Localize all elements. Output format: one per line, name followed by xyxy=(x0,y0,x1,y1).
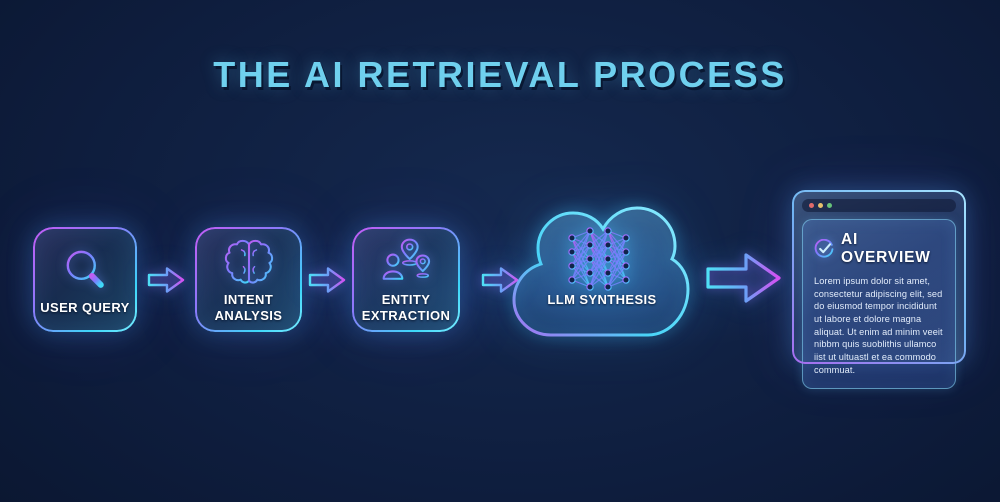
step-user-query: USER QUERY xyxy=(33,227,137,332)
flow-arrow-icon xyxy=(307,264,348,296)
step-label: LLM SYNTHESIS xyxy=(547,292,657,307)
ai-overview-card: AI OVERVIEW Lorem ipsum dolor sit amet, … xyxy=(802,219,956,389)
step-label: ENTITY EXTRACTION xyxy=(361,292,451,323)
page-title: THE AI RETRIEVAL PROCESS xyxy=(213,54,787,95)
cloud-shape xyxy=(512,206,690,337)
result-window: AI OVERVIEW Lorem ipsum dolor sit amet, … xyxy=(792,190,966,389)
step-llm-synthesis: LLM SYNTHESIS xyxy=(504,202,700,354)
step-label: USER QUERY xyxy=(40,299,130,315)
check-circle-icon xyxy=(814,238,834,259)
neural-network-icon xyxy=(568,227,630,291)
window-titlebar xyxy=(802,199,956,212)
window-dot-red xyxy=(809,203,814,208)
step-label: INTENT ANALYSIS xyxy=(214,292,283,323)
entities-icon xyxy=(379,236,433,288)
brain-icon xyxy=(223,236,275,288)
flow-arrow-icon xyxy=(480,264,521,296)
result-body-text: Lorem ipsum dolor sit amet, consectetur … xyxy=(814,276,943,375)
window-dot-yellow xyxy=(818,203,823,208)
magnifier-icon xyxy=(59,244,111,296)
result-heading: AI OVERVIEW xyxy=(841,231,931,266)
flow-arrow-large-icon xyxy=(704,246,784,310)
step-entity-extraction: ENTITY EXTRACTION xyxy=(352,227,460,332)
window-dot-green xyxy=(827,203,832,208)
step-intent-analysis: INTENT ANALYSIS xyxy=(195,227,302,332)
flow-arrow-icon xyxy=(146,264,187,296)
